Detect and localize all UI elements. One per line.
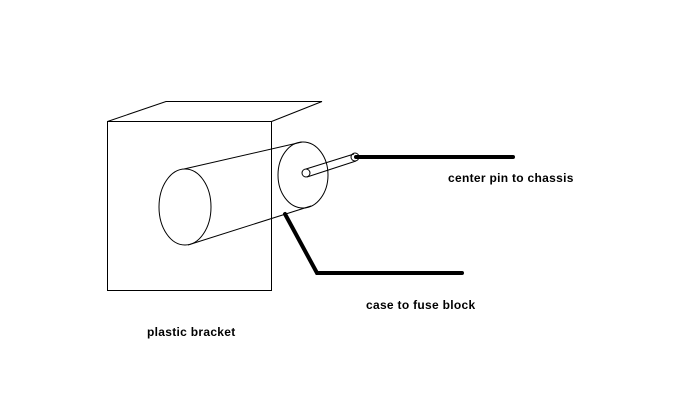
case-label: case to fuse block [366,298,476,312]
connector-rear-ellipse [158,168,212,246]
case-wire [283,212,464,275]
center-pin-top [305,153,355,170]
bracket-top-face [107,101,323,122]
bracket-label: plastic bracket [147,325,236,339]
center-pin-tip [301,168,311,178]
connector-top-edge [183,141,303,170]
center-pin-label: center pin to chassis [448,171,574,185]
connector-bottom-edge [187,205,312,246]
bracket-front-face [107,121,272,291]
connector-front-ellipse [277,141,329,209]
center-pin-bottom [306,160,357,178]
